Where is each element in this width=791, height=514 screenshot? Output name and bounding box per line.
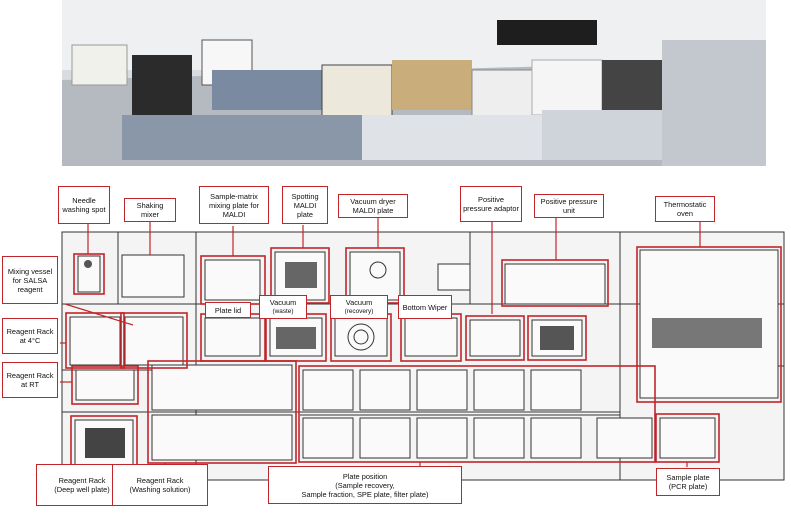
label-shaking-mixer: Shaking mixer <box>124 198 176 222</box>
label-thermostatic-oven: Thermostatic oven <box>655 196 715 222</box>
label-needle-washing: Needle washing spot <box>58 186 110 224</box>
label-spotting-maldi: Spotting MALDI plate <box>282 186 328 224</box>
label-bottom-wiper: Bottom Wiper <box>398 295 452 319</box>
instrument-photo <box>62 0 766 166</box>
deck-layout-drawing <box>60 215 785 481</box>
label-sample-plate: Sample plate(PCR plate) <box>656 468 720 496</box>
label-reagent-rack-4c: Reagent Rack at 4°C <box>2 318 58 354</box>
label-vacuum-dryer: Vacuum dryer MALDI plate <box>338 194 408 218</box>
label-positive-pressure-adaptor: Positive pressure adaptor <box>460 186 522 222</box>
label-reagent-rack-rt: Reagent Rack at RT <box>2 362 58 398</box>
deck-layout: Needle washing spot Shaking mixer Sample… <box>0 170 791 509</box>
label-plate-lid: Plate lid <box>205 302 251 318</box>
label-sample-matrix-plate: Sample-matrix mixing plate for MALDI <box>199 186 269 224</box>
label-plate-position: Plate position(Sample recovery,Sample fr… <box>268 466 462 504</box>
label-positive-pressure-unit: Positive pressure unit <box>534 194 604 218</box>
label-reagent-rack-washing: Reagent Rack(Washing solution) <box>112 464 208 506</box>
label-vacuum-waste: Vacuum(waste) <box>259 295 307 319</box>
label-mixing-vessel: Mixing vessel for SALSA reagent <box>2 256 58 304</box>
label-vacuum-recovery: Vacuum(recovery) <box>330 295 388 319</box>
instrument-photo-drawing <box>62 0 766 166</box>
